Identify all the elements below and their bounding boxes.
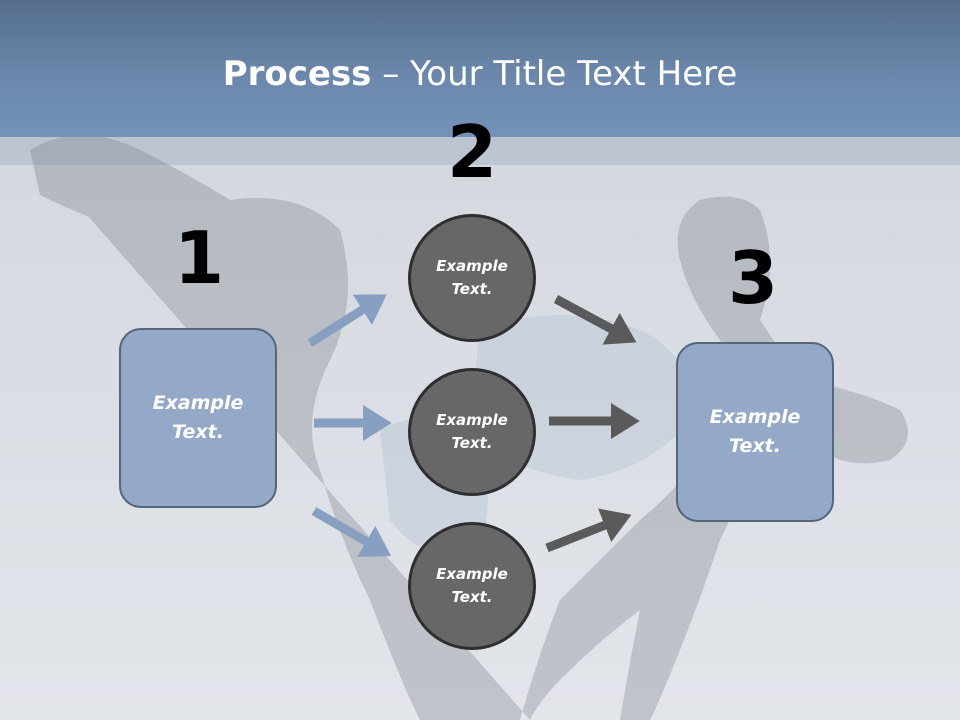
- step-number-1: 1: [173, 216, 225, 300]
- circle-middle-text: Example Text.: [436, 411, 508, 452]
- slide-title: Process – Your Title Text Here: [0, 52, 960, 96]
- arrow-bottom-to-end: [545, 508, 632, 553]
- circle-middle: Example Text.: [408, 368, 536, 496]
- end-box-text: Example Text.: [709, 406, 801, 457]
- start-box: Example Text.: [119, 328, 277, 508]
- title-rest: – Your Title Text Here: [371, 54, 738, 94]
- start-box-text: Example Text.: [152, 392, 244, 443]
- circle-bottom-text: Example Text.: [436, 565, 508, 606]
- step-number-3: 3: [727, 236, 779, 320]
- title-bar: [0, 0, 960, 137]
- circle-top: Example Text.: [408, 214, 536, 342]
- arrow-top-to-end: [553, 295, 637, 345]
- circle-top-text: Example Text.: [436, 257, 508, 298]
- step-number-2: 2: [446, 110, 498, 194]
- arrow-start-to-bottom: [311, 507, 392, 558]
- arrow-start-to-top: [307, 294, 387, 347]
- circle-bottom: Example Text.: [408, 522, 536, 650]
- title-bar-shadow: [0, 137, 960, 165]
- end-box: Example Text.: [676, 342, 834, 522]
- title-bold: Process: [222, 54, 372, 94]
